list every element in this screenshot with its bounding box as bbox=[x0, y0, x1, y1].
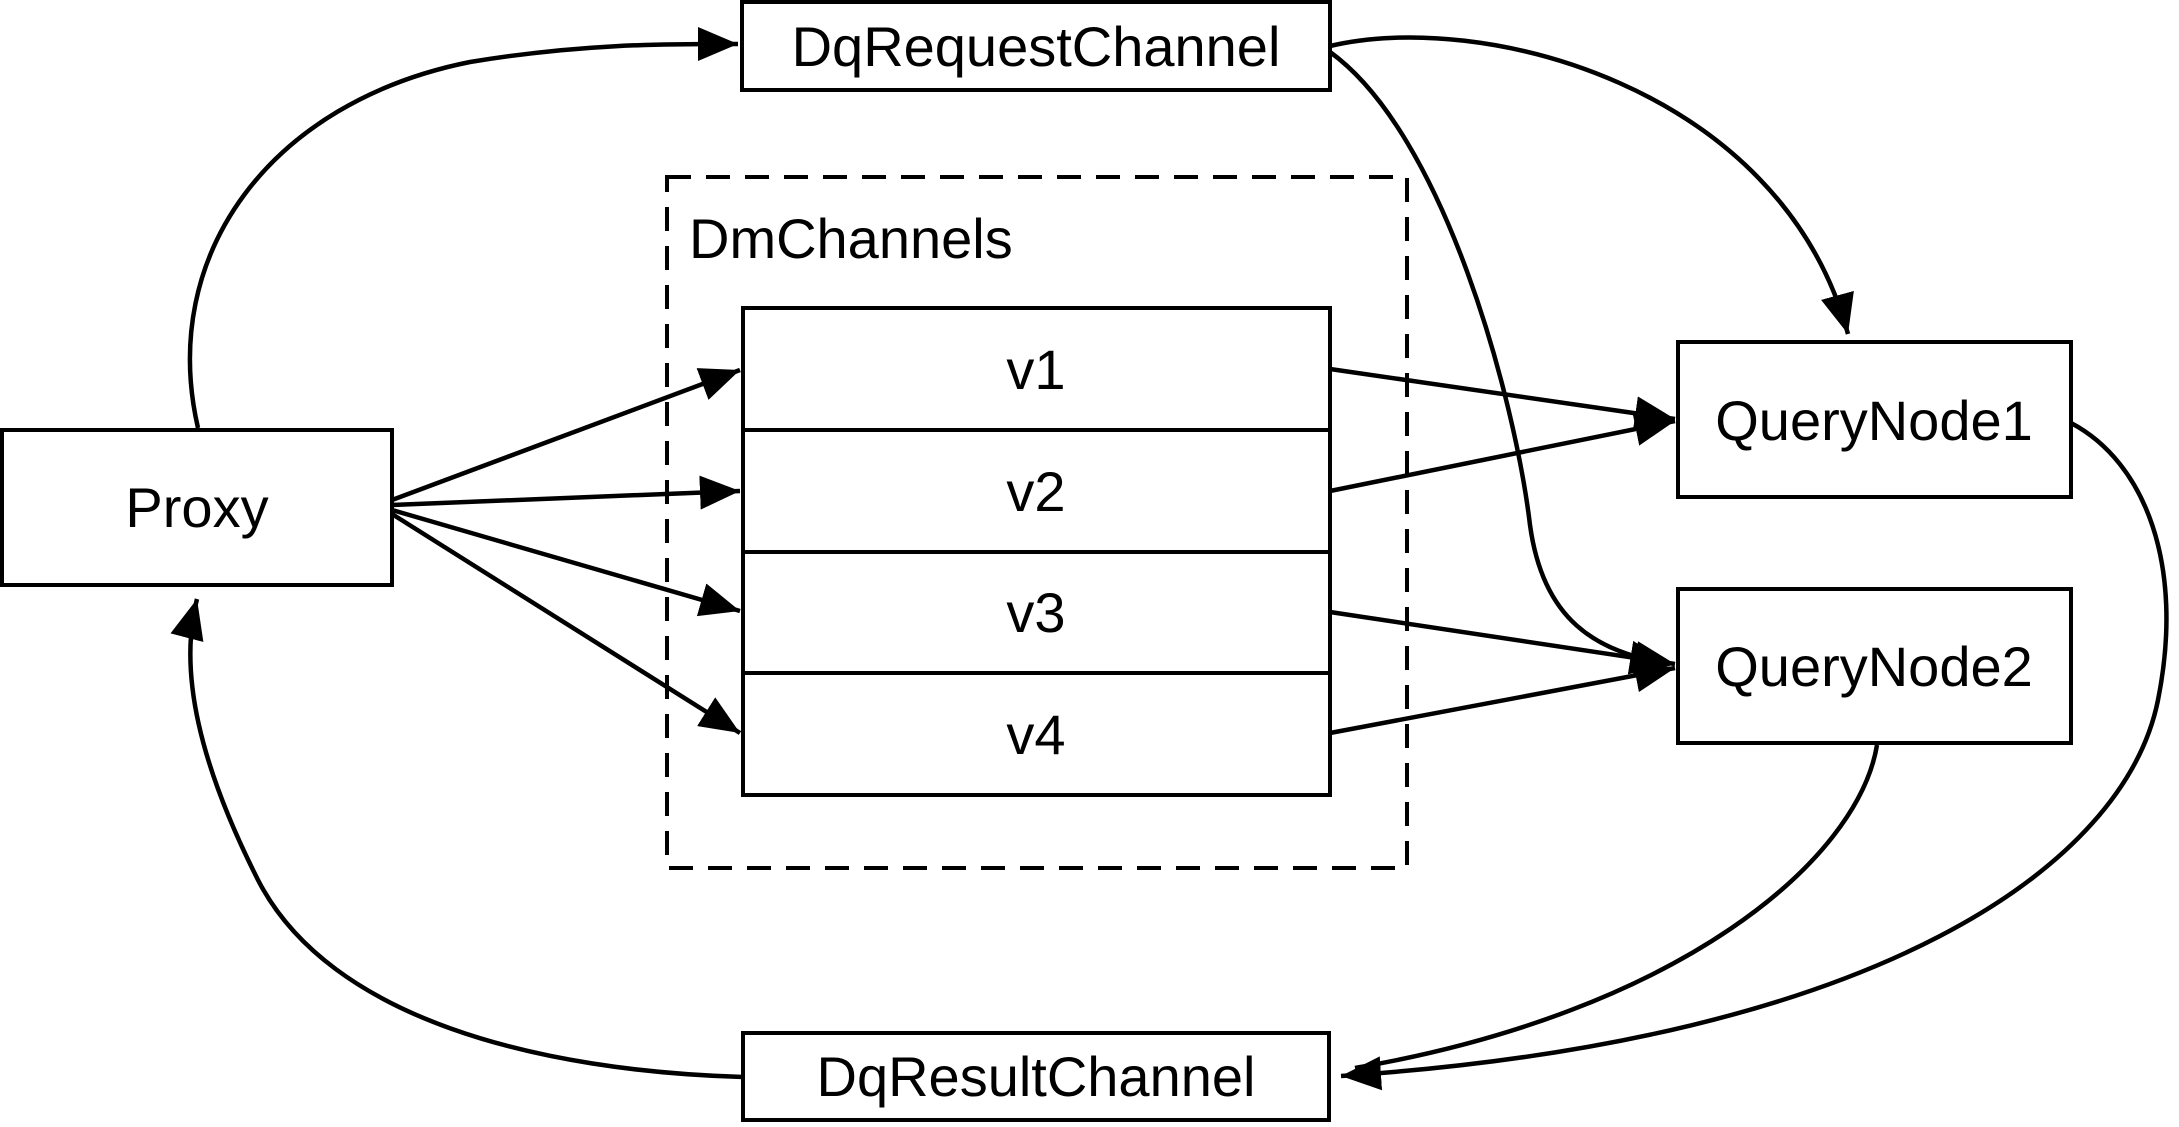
proxy-label: Proxy bbox=[125, 476, 268, 539]
edge-dqresultchannel-to-proxy bbox=[170, 598, 744, 1080]
channel-table: v1 v2 v3 v4 bbox=[741, 306, 1332, 797]
edge-dqrequestchannel-to-querynode2 bbox=[1328, 50, 1671, 675]
query-node-1-label: QueryNode1 bbox=[1715, 389, 2033, 452]
query-node-2: QueryNode2 bbox=[1676, 587, 2073, 745]
edge-v2-to-querynode1 bbox=[1329, 412, 1676, 494]
query-node-1-box bbox=[1676, 340, 2073, 499]
edge-querynode2-to-dqresultchannel bbox=[1354, 744, 1880, 1071]
dq-result-channel-label: DqResultChannel bbox=[817, 1045, 1256, 1108]
proxy-node: Proxy bbox=[0, 428, 394, 587]
dq-result-channel-box bbox=[741, 1031, 1331, 1122]
edge-proxy-to-dqrequestchannel bbox=[187, 26, 739, 429]
channel-row-v2: v2 bbox=[1006, 460, 1065, 523]
edge-proxy-to-v1 bbox=[391, 367, 741, 503]
dq-result-channel-node: DqResultChannel bbox=[741, 1031, 1331, 1122]
query-node-1: QueryNode1 bbox=[1676, 340, 2073, 499]
edge-proxy-to-v2 bbox=[391, 475, 741, 510]
dm-channels-label: DmChannels bbox=[689, 207, 1013, 270]
dm-channels-group-box bbox=[665, 175, 1409, 870]
proxy-box bbox=[0, 428, 394, 587]
edge-proxy-to-v4 bbox=[390, 512, 742, 735]
dq-request-channel-box bbox=[740, 0, 1332, 92]
edge-dqrequestchannel-to-querynode1 bbox=[1329, 35, 1854, 335]
edge-querynode1-to-dqresultchannel bbox=[1340, 421, 2169, 1091]
edge-v4-to-querynode2 bbox=[1329, 658, 1676, 736]
channel-row-v1: v1 bbox=[1006, 338, 1065, 401]
query-node-2-label: QueryNode2 bbox=[1715, 635, 2033, 698]
dq-request-channel-node: DqRequestChannel bbox=[740, 0, 1332, 92]
channel-row-v4: v4 bbox=[1006, 703, 1065, 766]
edge-v3-to-querynode2 bbox=[1329, 609, 1676, 675]
channel-row-v3: v3 bbox=[1006, 581, 1065, 644]
query-node-2-box bbox=[1676, 587, 2073, 745]
edge-proxy-to-v3 bbox=[391, 507, 741, 617]
dq-request-channel-label: DqRequestChannel bbox=[792, 15, 1281, 78]
